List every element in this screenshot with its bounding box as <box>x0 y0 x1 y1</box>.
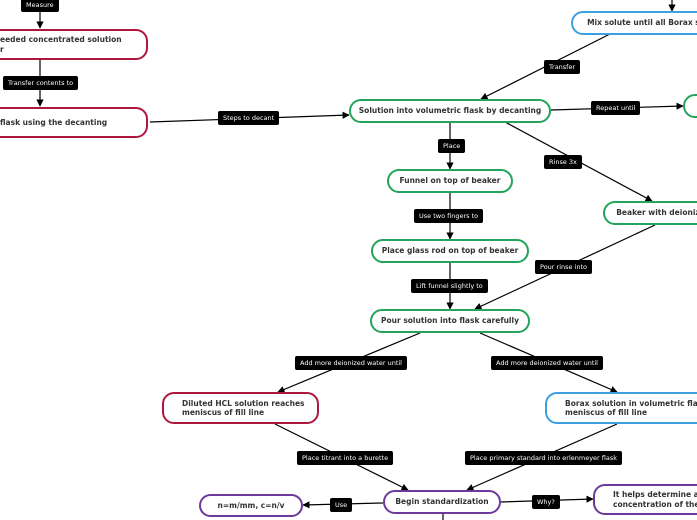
label-repeat-until: Repeat until <box>591 101 641 115</box>
label-place: Place <box>438 139 466 153</box>
node-borax-solution[interactable]: Borax solution in volumetric flask menis… <box>545 392 697 424</box>
label-titrant: Place titrant into a burette <box>297 451 394 465</box>
node-begin-standardization[interactable]: Begin standardization <box>383 490 501 514</box>
label-two-fingers: Use two fingers to <box>414 209 484 223</box>
node-repeat-target[interactable] <box>683 94 697 118</box>
label-rinse: Rinse 3x <box>544 155 582 169</box>
label-why: Why? <box>532 495 560 509</box>
node-funnel-on-beaker[interactable]: Funnel on top of beaker <box>387 169 513 193</box>
label-lift-funnel: Lift funnel slightly to <box>411 279 488 293</box>
label-use: Use <box>330 498 353 512</box>
node-solution-volumetric-flask[interactable]: Solution into volumetric flask by decant… <box>349 99 551 123</box>
node-needed-concentrated-solution[interactable]: eeded concentrated solution r <box>0 29 148 60</box>
label-measure: Measure <box>21 0 59 12</box>
label-primary-standard: Place primary standard into erlenmeyer f… <box>465 451 623 465</box>
node-glass-rod[interactable]: Place glass rod on top of beaker <box>371 239 529 263</box>
node-mix-solute[interactable]: Mix solute until all Borax so <box>571 11 697 35</box>
node-flask-decanting[interactable]: flask using the decanting <box>0 107 148 138</box>
node-formula[interactable]: n=m/mm, c=n/v <box>199 494 303 517</box>
label-transfer-contents: Transfer contents to <box>3 76 79 90</box>
label-add-water-left: Add more deionized water until <box>295 356 407 370</box>
node-helps-determine[interactable]: It helps determine a c concentration of … <box>593 484 697 515</box>
node-pour-solution[interactable]: Pour solution into flask carefully <box>370 309 530 333</box>
label-pour-rinse: Pour rinse into <box>535 260 593 274</box>
label-steps-to-decant: Steps to decant <box>218 111 280 125</box>
label-add-water-right: Add more deionized water until <box>491 356 603 370</box>
node-beaker-deionized[interactable]: Beaker with deioniz <box>603 201 697 225</box>
node-diluted-hcl[interactable]: Diluted HCL solution reaches meniscus of… <box>162 392 319 424</box>
label-transfer: Transfer <box>544 60 581 74</box>
